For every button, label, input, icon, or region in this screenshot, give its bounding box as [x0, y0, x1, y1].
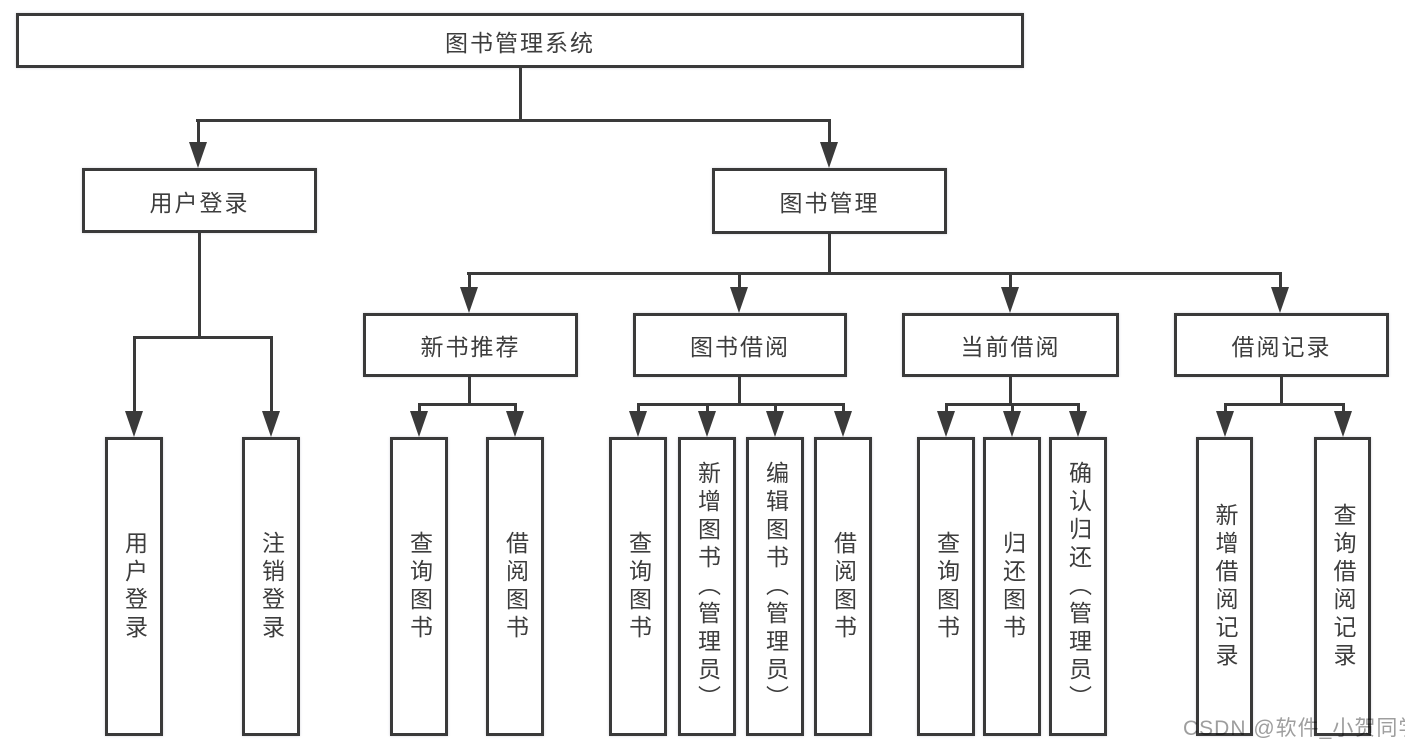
leaf-borrow-books-label: 借阅图书 — [830, 530, 857, 643]
connector-line — [519, 68, 522, 119]
arrow-down-icon — [262, 411, 280, 437]
arrow-down-icon — [460, 287, 478, 313]
leaf-query-borrow-record-label: 查询借阅记录 — [1330, 502, 1356, 671]
node-user-login-label: 用户登录 — [149, 189, 250, 216]
node-borrow-records-label: 借阅记录 — [1231, 334, 1332, 360]
node-book-management: 图书管理 — [712, 168, 947, 234]
connector-line — [1279, 272, 1282, 290]
connector-line — [467, 272, 1282, 275]
arrow-down-icon — [1271, 287, 1289, 313]
leaf-query-books-borrow-label: 查询图书 — [625, 530, 652, 643]
connector-line — [842, 403, 845, 415]
node-borrow-records: 借阅记录 — [1174, 313, 1389, 377]
connector-line — [1009, 272, 1012, 290]
connector-line — [945, 403, 948, 415]
node-root: 图书管理系统 — [16, 13, 1024, 68]
leaf-return-books-label: 归还图书 — [999, 530, 1026, 643]
connector-line — [1280, 377, 1283, 405]
connector-line — [828, 234, 831, 274]
leaf-edit-books-admin-label: 编辑图书（管理员） — [762, 460, 789, 713]
connector-line — [1224, 403, 1227, 415]
node-new-book-recommend: 新书推荐 — [363, 313, 578, 377]
arrow-down-icon — [937, 411, 955, 437]
leaf-query-books-recommend: 查询图书 — [390, 437, 448, 736]
arrow-down-icon — [766, 411, 784, 437]
arrow-down-icon — [1216, 411, 1234, 437]
connector-line — [1077, 403, 1080, 415]
leaf-borrow-books-recommend-label: 借阅图书 — [502, 530, 529, 643]
arrow-down-icon — [506, 411, 524, 437]
connector-line — [514, 403, 517, 415]
leaf-confirm-return-admin: 确认归还（管理员） — [1049, 437, 1107, 736]
leaf-return-books: 归还图书 — [983, 437, 1041, 736]
connector-line — [637, 403, 640, 415]
arrow-down-icon — [1334, 411, 1352, 437]
arrow-down-icon — [629, 411, 647, 437]
leaf-query-books-recommend-label: 查询图书 — [406, 530, 433, 643]
connector-line — [468, 272, 471, 290]
node-new-book-recommend-label: 新书推荐 — [420, 334, 521, 360]
arrow-down-icon — [834, 411, 852, 437]
leaf-query-books-current: 查询图书 — [917, 437, 975, 736]
connector-line — [828, 119, 831, 145]
leaf-logout-label: 注销登录 — [258, 530, 285, 643]
leaf-user-login-label: 用户登录 — [121, 530, 148, 643]
arrow-down-icon — [698, 411, 716, 437]
arrow-down-icon — [730, 287, 748, 313]
arrow-down-icon — [1069, 411, 1087, 437]
connector-line — [738, 272, 741, 290]
leaf-query-borrow-record: 查询借阅记录 — [1314, 437, 1371, 736]
connector-line — [468, 377, 471, 405]
connector-line — [133, 336, 273, 339]
leaf-user-login: 用户登录 — [105, 437, 163, 736]
node-book-management-label: 图书管理 — [779, 190, 880, 216]
leaf-add-borrow-record: 新增借阅记录 — [1196, 437, 1253, 736]
arrow-down-icon — [1001, 287, 1019, 313]
connector-line — [1342, 403, 1345, 415]
node-root-label: 图书管理系统 — [445, 29, 595, 56]
connector-line — [270, 336, 273, 413]
leaf-edit-books-admin: 编辑图书（管理员） — [746, 437, 804, 736]
connector-line — [738, 377, 741, 405]
csdn-watermark: CSDN @软件_小贺同学 — [1183, 717, 1405, 740]
leaf-borrow-books: 借阅图书 — [814, 437, 872, 736]
leaf-confirm-return-admin-label: 确认归还（管理员） — [1065, 460, 1092, 713]
leaf-add-borrow-record-label: 新增借阅记录 — [1212, 502, 1238, 671]
node-book-borrow-label: 图书借阅 — [690, 334, 790, 360]
arrow-down-icon — [125, 411, 143, 437]
leaf-query-books-borrow: 查询图书 — [609, 437, 667, 736]
arrow-down-icon — [1003, 411, 1021, 437]
connector-line — [1011, 403, 1014, 415]
arrow-down-icon — [410, 411, 428, 437]
connector-line — [1224, 403, 1344, 406]
connector-line — [198, 233, 201, 336]
connector-line — [1009, 377, 1012, 405]
node-book-borrow: 图书借阅 — [633, 313, 847, 377]
connector-line — [418, 403, 421, 415]
connector-line — [133, 336, 136, 413]
node-current-borrow: 当前借阅 — [902, 313, 1119, 377]
arrow-down-icon — [189, 142, 207, 168]
leaf-add-books-admin: 新增图书（管理员） — [678, 437, 736, 736]
leaf-borrow-books-recommend: 借阅图书 — [486, 437, 544, 736]
connector-line — [197, 119, 200, 145]
leaf-logout: 注销登录 — [242, 437, 300, 736]
connector-line — [706, 403, 709, 415]
leaf-query-books-current-label: 查询图书 — [933, 530, 960, 643]
connector-line — [637, 403, 845, 406]
connector-line — [196, 119, 831, 122]
node-user-login: 用户登录 — [82, 168, 317, 233]
connector-line — [418, 403, 517, 406]
connector-line — [774, 403, 777, 415]
node-current-borrow-label: 当前借阅 — [960, 334, 1061, 360]
arrow-down-icon — [820, 142, 838, 168]
leaf-add-books-admin-label: 新增图书（管理员） — [694, 460, 721, 713]
